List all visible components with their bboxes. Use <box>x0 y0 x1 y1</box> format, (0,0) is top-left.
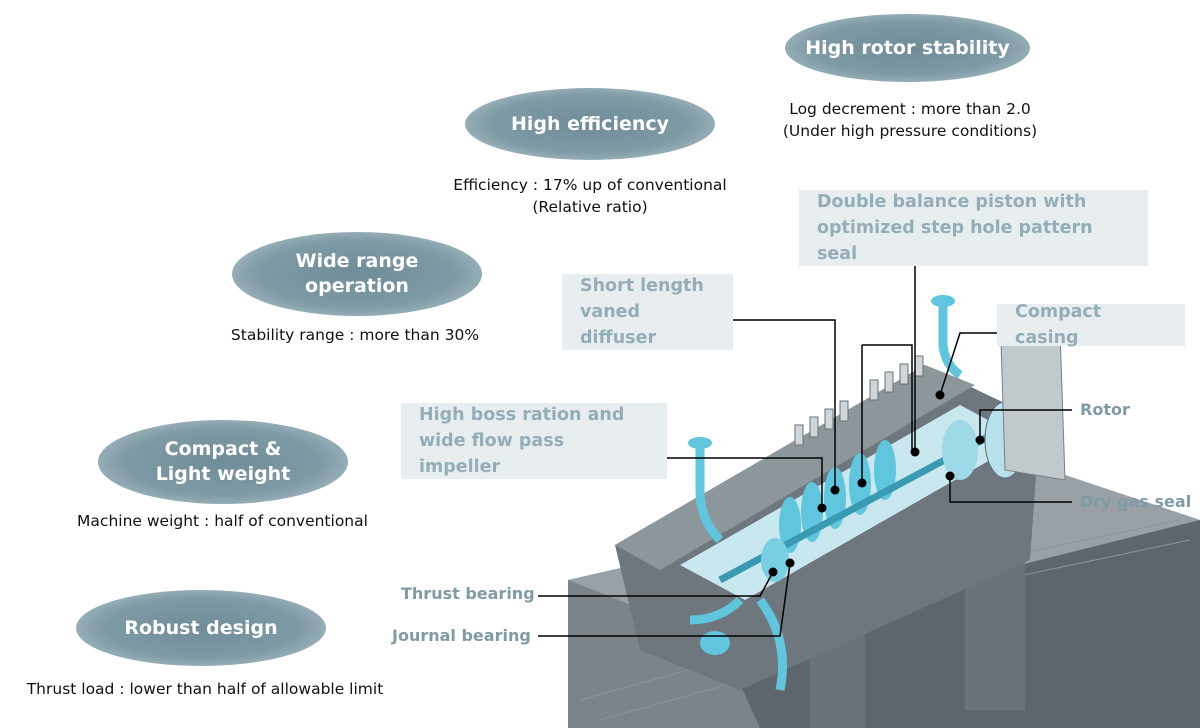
feature-efficiency-title: High efficiency <box>465 88 715 160</box>
feature-wide-range-title: Wide range operation <box>232 232 482 316</box>
lube-pipe-1 <box>689 596 744 625</box>
label-journal-bearing: Journal bearing <box>392 626 531 645</box>
flange-bolts <box>794 355 924 446</box>
callout-impeller: High boss ration and wide flow pass impe… <box>401 403 667 479</box>
label-rotor: Rotor <box>1080 400 1130 419</box>
lube-pipe-2 <box>756 597 787 691</box>
leader-dots <box>768 390 985 577</box>
leader-lines <box>538 266 1072 637</box>
feature-wide-range-desc: Stability range : more than 30% <box>230 326 480 344</box>
feature-robust-desc: Thrust load : lower than half of allowab… <box>26 680 384 698</box>
feature-efficiency-desc: Efficiency : 17% up of conventional (Rel… <box>453 176 727 216</box>
outlet-flange <box>931 295 955 307</box>
outlet-pipe <box>938 303 963 379</box>
label-dry-gas-seal: Dry gas seal <box>1080 492 1192 511</box>
bearing-housing <box>761 538 789 582</box>
callout-compact-casing: Compact casing <box>997 302 1185 348</box>
lube-flange <box>700 631 730 655</box>
feature-robust-title: Robust design <box>76 590 326 666</box>
inlet-pipe <box>695 445 724 544</box>
balance-piston <box>942 420 978 480</box>
feature-rotor-stability-title: High rotor stability <box>785 14 1030 82</box>
feature-compact-light-desc: Machine weight : half of conventional <box>77 512 368 530</box>
inlet-flange <box>688 437 712 449</box>
feature-compact-light-title: Compact & Light weight <box>98 420 348 504</box>
feature-rotor-stability-desc: Log decrement : more than 2.0 (Under hig… <box>782 100 1038 140</box>
callout-vaned-diffuser: Short length vaned diffuser <box>562 274 733 350</box>
label-thrust-bearing: Thrust bearing <box>401 584 535 603</box>
callout-balance-piston: Double balance piston with optimized ste… <box>799 190 1148 266</box>
